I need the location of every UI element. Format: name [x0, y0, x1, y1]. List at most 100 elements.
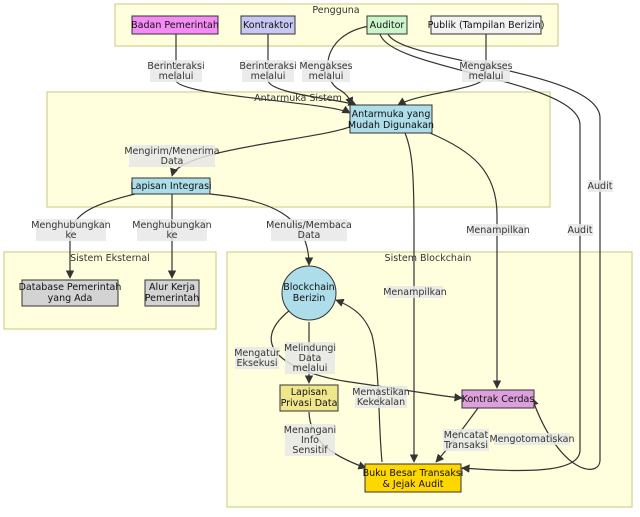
edge-auditor-to-buku-besar: [379, 33, 581, 473]
edge-badan-pemerintah-to-antarmuka: [175, 34, 351, 114]
node-label-line: Mudah Digunakan: [348, 120, 434, 131]
edge-label-line: Mengirim/Menerima: [124, 146, 219, 157]
cluster-sistem-blockchain-title: Sistem Blockchain: [385, 253, 472, 264]
edge-antarmuka-to-kontrak-cerdas: [429, 132, 502, 389]
cluster-sistem-eksternal-title: Sistem Eksternal: [70, 253, 150, 264]
edge-label-line: Menulis/Membaca: [266, 220, 352, 231]
edge-label-line: Mengotomatiskan: [489, 434, 574, 445]
node-label-line: Kontraktor: [243, 20, 293, 31]
edge-blockchain-to-kontrak-cerdas: [270, 309, 463, 402]
node-kontraktor[interactable]: Kontraktor: [240, 15, 296, 35]
edge-label-audit-1: Audit: [588, 180, 613, 192]
edge-label-line: Data: [161, 156, 184, 167]
svg-text:Badan Pemerintah: Badan Pemerintah: [131, 20, 219, 31]
edge-label-line: Berinteraksi: [239, 61, 296, 72]
edge-auditor-to-kontrak-cerdas: [387, 33, 601, 470]
svg-text:Audit: Audit: [568, 225, 593, 236]
edge-label-line: Menampilkan: [383, 287, 447, 298]
svg-text:Menampilkan: Menampilkan: [383, 287, 447, 298]
svg-text:Publik (Tampilan Berizin): Publik (Tampilan Berizin): [428, 20, 545, 31]
edge-auditor-to-antarmuka: [326, 25, 371, 106]
edge-label-line: Transaksi: [443, 440, 488, 451]
edge-label-line: ke: [166, 230, 177, 241]
edge-label-line: melalui: [159, 71, 194, 82]
svg-text:Audit: Audit: [588, 181, 613, 192]
edge-label-mengotomatiskan: Mengotomatiskan: [489, 433, 575, 445]
cluster-pengguna-title: Pengguna: [312, 5, 359, 16]
node-kontrak-cerdas[interactable]: Kontrak Cerdas: [461, 389, 535, 409]
edge-label-line: Berinteraksi: [147, 61, 204, 72]
node-label-line: Database Pemerintah: [19, 282, 122, 293]
edge-label-line: Audit: [568, 225, 593, 236]
edge-label-line: Mengatur: [234, 348, 280, 359]
node-label-line: Buku Besar Transaksi: [363, 468, 464, 479]
edge-antarmuka-to-buku-besar: [404, 132, 419, 463]
edge-label-line: Menghubungkan: [132, 220, 211, 231]
svg-text:Auditor: Auditor: [370, 20, 405, 31]
svg-text:Menampilkan: Menampilkan: [466, 225, 530, 236]
node-auditor[interactable]: Auditor: [366, 15, 408, 35]
svg-text:Kontraktor: Kontraktor: [243, 20, 293, 31]
node-label-line: Badan Pemerintah: [131, 20, 219, 31]
node-label-line: Kontrak Cerdas: [462, 394, 535, 405]
edge-label-menampilkan-1: Menampilkan: [466, 224, 530, 236]
edge-label-menampilkan-2: Menampilkan: [383, 286, 447, 298]
svg-text:Mengotomatiskan: Mengotomatiskan: [489, 434, 574, 445]
node-badan-pemerintah[interactable]: Badan Pemerintah: [131, 15, 219, 35]
edge-label-line: Mencatat: [444, 430, 489, 441]
edge-label-line: Memastikan: [352, 387, 410, 398]
node-lapisan-integrasi[interactable]: Lapisan Integrasi: [130, 177, 212, 195]
node-label-line: Publik (Tampilan Berizin): [428, 20, 545, 31]
edge-label-line: Melindungi: [284, 343, 336, 354]
node-label-line: & Jejak Audit: [383, 479, 444, 490]
node-label-line: Lapisan Integrasi: [130, 181, 211, 192]
edge-label-line: Info: [301, 435, 319, 446]
svg-text:Lapisan Integrasi: Lapisan Integrasi: [130, 181, 211, 192]
edge-label-line: Menampilkan: [466, 225, 530, 236]
edge-label-line: ke: [65, 230, 76, 241]
edge-label-line: melalui: [469, 71, 504, 82]
node-label-line: Antarmuka yang: [352, 109, 431, 120]
edge-buku-besar-to-blockchain: [335, 298, 383, 463]
node-label-line: Privasi Data: [281, 398, 338, 409]
node-publik[interactable]: Publik (Tampilan Berizin): [428, 15, 545, 35]
edge-integrasi-to-blockchain: [209, 193, 314, 266]
edge-label-line: Data: [298, 230, 321, 241]
svg-text:Buku Besar Transaksi& Jejak Au: Buku Besar Transaksi& Jejak Audit: [363, 468, 464, 490]
edge-label-audit-2: Audit: [568, 224, 593, 236]
node-buku-besar[interactable]: Buku Besar Transaksi& Jejak Audit: [363, 463, 464, 493]
node-label-line: Alur Kerja: [149, 282, 195, 293]
